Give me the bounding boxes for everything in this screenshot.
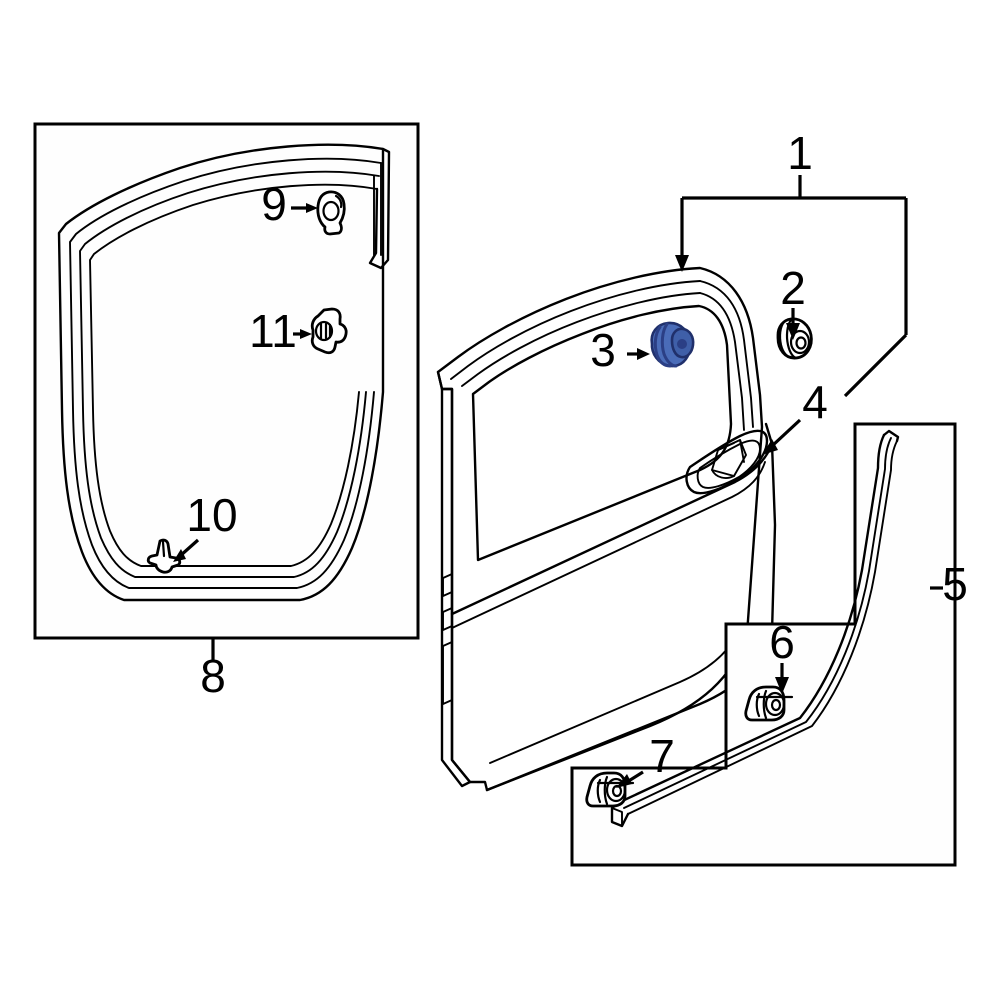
handle-lever-detail	[711, 439, 745, 479]
grommet-3-center	[677, 339, 687, 349]
grommet-3-ring-1	[653, 325, 672, 368]
clip-9-tab	[334, 194, 343, 209]
clip-7-body	[585, 771, 627, 808]
door-hinge-notch-3	[442, 641, 453, 705]
callout-1-bracket	[675, 175, 908, 398]
door-sash-rib-1b	[699, 280, 754, 428]
door-hinge-face	[436, 370, 472, 788]
clip-7-ridges	[596, 775, 609, 806]
handle-recess-inner	[696, 439, 761, 489]
weatherstrip-clip-lower	[146, 538, 182, 574]
handle-recess-outer	[685, 429, 769, 495]
callout-label-1: 1	[787, 127, 813, 179]
grommet-3-ring-2	[660, 322, 678, 368]
sash-molding-rib-1	[623, 437, 892, 809]
grommet-2-ring-1	[778, 320, 793, 359]
weatherstrip-rib-3	[79, 170, 380, 578]
lower-molding-edge	[611, 807, 623, 827]
callout-label-10: 10	[186, 489, 237, 541]
sash-molding-rib-2	[627, 440, 898, 815]
callout-label-4: 4	[802, 376, 828, 428]
molding-panel-box	[570, 422, 957, 867]
highlighted-grommet-3	[627, 321, 695, 368]
door-hinge-notch-2	[442, 607, 453, 631]
weatherstrip-tail-notch	[368, 147, 391, 270]
callout-11-leader	[293, 329, 312, 339]
clip-6-ridges	[755, 689, 768, 720]
callout-label-2: 2	[780, 262, 806, 314]
door-window-opening	[471, 304, 733, 562]
molding-clip-lower	[585, 770, 644, 808]
door-sash-rib-2b	[699, 292, 745, 431]
callout-label-8: 8	[200, 650, 226, 702]
door-sash-rib-1	[450, 280, 701, 380]
clip-9-ring	[322, 200, 340, 222]
clip-10-stem	[161, 540, 166, 558]
clip-6-body	[744, 685, 786, 722]
clip-6-center	[770, 698, 782, 712]
weatherstrip-rib-2	[69, 157, 382, 589]
grommet-plug-2	[776, 308, 813, 360]
weatherstrip-clip-middle	[310, 307, 348, 355]
callout-labels: 1 2 3 4 5 6 7 8 9 10 11	[186, 127, 967, 782]
callout-label-6: 6	[769, 616, 795, 668]
clip-6-head	[764, 691, 786, 717]
weatherstrip-tail-inner	[373, 162, 382, 256]
door-character-line	[489, 627, 741, 764]
callout-label-5: 5	[942, 558, 968, 610]
clip-7-head	[605, 777, 627, 803]
door-hinge-notch-1	[442, 573, 453, 597]
clip-11-head	[314, 320, 334, 342]
door-beltline-rib	[451, 461, 766, 629]
handle-lever	[711, 439, 747, 477]
door-assembly	[436, 266, 777, 792]
door-sash-rib-2	[461, 292, 701, 387]
door-sash-molding-upper	[618, 433, 886, 804]
callout-4-leader	[762, 418, 802, 455]
clip-7-center	[611, 784, 623, 798]
weatherstrip-outer-contour	[57, 143, 385, 602]
molding-panel-group	[570, 422, 957, 867]
weatherstrip-panel-box	[33, 122, 420, 640]
door-handle-recess	[685, 429, 769, 495]
callout-label-9: 9	[261, 178, 287, 230]
weatherstrip-inner-edge	[89, 183, 378, 567]
grommet-2-face	[789, 329, 811, 355]
clip-11-ridges	[319, 322, 332, 340]
callout-label-3: 3	[590, 324, 616, 376]
callout-9-leader	[291, 203, 318, 213]
callout-label-7: 7	[649, 730, 675, 782]
sash-molding-tip	[882, 429, 900, 443]
weatherstrip-clip-upper	[316, 190, 346, 236]
clip-9-body	[316, 190, 346, 236]
molding-clip-upper	[744, 663, 794, 722]
callout-label-11: 11	[249, 305, 297, 357]
grommet-2-center	[795, 336, 807, 350]
weatherstrip-panel-group	[33, 122, 420, 662]
callout-10-leader	[173, 538, 200, 562]
